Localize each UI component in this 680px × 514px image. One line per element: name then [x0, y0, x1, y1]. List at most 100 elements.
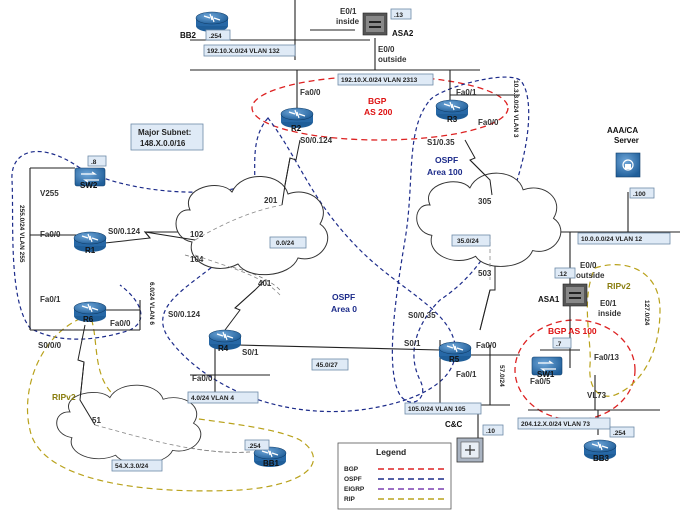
sw1-fa05-label: Fa0/5 — [530, 377, 551, 386]
asa1-host-box: .12 — [554, 267, 576, 279]
r5-vlan57-label: 57.0/24 — [498, 365, 505, 387]
dlci-104: 104 — [190, 255, 204, 264]
ospf0-label-1: OSPF — [332, 292, 355, 302]
r5-s0-label: S0/0.35 — [408, 311, 436, 320]
r6-label: R6 — [83, 315, 94, 324]
asa2-e00-label: E0/0 — [378, 45, 395, 54]
vlan4-box: 4.0/24 VLAN 4 — [187, 391, 259, 404]
svg-text:.13: .13 — [394, 12, 403, 19]
svg-text:4.0/24 VLAN 4: 4.0/24 VLAN 4 — [191, 395, 234, 402]
asa2-e01-label: E0/1 — [340, 7, 357, 16]
r3-label: R3 — [447, 115, 458, 124]
bgp200-label-2: AS 200 — [364, 107, 393, 117]
svg-text:.100: .100 — [633, 191, 646, 198]
r6-fa00-label: Fa0/0 — [110, 319, 131, 328]
legend-item-label: EIGRP — [344, 486, 365, 493]
dlci-401: 401 — [258, 279, 272, 288]
svg-text:Major Subnet:: Major Subnet: — [138, 128, 191, 137]
r4-label: R4 — [218, 344, 229, 353]
sw2-host-box: .8 — [87, 155, 107, 167]
dlci-51: 51 — [92, 416, 101, 425]
r5-fa00-label: Fa0/0 — [476, 341, 497, 350]
r3-vlan3-label: 10.3.3.0/24 VLAN 3 — [512, 80, 519, 138]
vlan73-box: 204.12.X.0/24 VLAN 73 — [517, 417, 611, 430]
r5-fa01-label: Fa0/1 — [456, 370, 477, 379]
svg-text:0.0/24: 0.0/24 — [276, 240, 294, 247]
cc-server-icon[interactable] — [456, 437, 484, 463]
svg-text:.254: .254 — [209, 33, 222, 40]
legend-item-label: RIP — [344, 496, 356, 503]
r3-fa01-label: Fa0/1 — [456, 88, 477, 97]
ospf-area100-boundary — [391, 76, 530, 403]
asa2-firewall-icon[interactable] — [362, 12, 388, 36]
ospf0-label-2: Area 0 — [331, 304, 357, 314]
vlan2313-box: 192.10.X.0/24 VLAN 2313 — [337, 73, 434, 86]
svg-text:45.0/27: 45.0/27 — [316, 362, 338, 369]
vlan255-label: 255.0/24 VLAN 255 — [18, 205, 25, 263]
ripv2-left-label: RIPv2 — [52, 392, 76, 402]
cc-label: C&C — [445, 420, 463, 429]
links — [29, 0, 680, 440]
bb2-router-icon[interactable] — [195, 11, 229, 33]
r1-fa00-label: Fa0/0 — [40, 230, 61, 239]
dlci-305: 305 — [478, 197, 492, 206]
bb2-label: BB2 — [180, 31, 197, 40]
ospf100-label-1: OSPF — [435, 155, 458, 165]
vlan132-box: 192.10.X.0/24 VLAN 132 — [203, 44, 296, 57]
legend-item-label: BGP — [344, 466, 359, 473]
net45-box: 45.0/27 — [311, 358, 349, 371]
r1-label: R1 — [85, 246, 96, 255]
vl73-label: VL73 — [587, 391, 607, 400]
svg-text:.254: .254 — [613, 430, 626, 437]
frame-relay-cloud-35 — [416, 172, 562, 267]
bb1-label: BB1 — [263, 459, 280, 468]
sw1-host-box: .7 — [552, 337, 572, 349]
sw1-label: SW1 — [537, 370, 555, 379]
r5-label: R5 — [449, 355, 460, 364]
dlci-102: 102 — [190, 230, 204, 239]
asa1-firewall-icon[interactable] — [562, 283, 588, 307]
svg-text:.254: .254 — [248, 443, 261, 450]
svg-text:10.0.0.0/24 VLAN 12: 10.0.0.0/24 VLAN 12 — [581, 236, 642, 243]
r3-fa00-label: Fa0/0 — [478, 118, 499, 127]
cc-host-box: .10 — [482, 424, 504, 436]
bb3-host-box: .254 — [609, 426, 635, 438]
r1-s0-label: S0/0.124 — [108, 227, 141, 236]
svg-text:54.X.3.0/24: 54.X.3.0/24 — [115, 463, 149, 470]
bb1-host-box: .254 — [244, 439, 270, 451]
r6-vlan6-label: 6.0/24 VLAN 6 — [148, 282, 155, 325]
svg-text:.8: .8 — [91, 159, 97, 166]
asa2-outside-label: outside — [378, 55, 407, 64]
legend-title: Legend — [376, 447, 406, 457]
svg-text:204.12.X.0/24 VLAN 73: 204.12.X.0/24 VLAN 73 — [521, 421, 590, 428]
ospf100-label-2: Area 100 — [427, 167, 463, 177]
frame-relay-cloud-54 — [56, 384, 202, 465]
rip-right-boundary — [586, 264, 661, 397]
bb2-host-box: .254 — [205, 29, 231, 41]
r3-s1-label: S1/0.35 — [427, 138, 455, 147]
v255-label: V255 — [40, 189, 59, 198]
asa2-host-box: .13 — [390, 8, 412, 20]
asa2-inside-label: inside — [336, 17, 360, 26]
asa1-inside-label: inside — [598, 309, 622, 318]
svg-text:148.X.0.0/16: 148.X.0.0/16 — [140, 139, 186, 148]
svg-text:.7: .7 — [556, 341, 562, 348]
asa1-127-label: 127.0/24 — [643, 300, 650, 326]
major-subnet-box: Major Subnet: 148.X.0.0/16 — [130, 123, 204, 151]
aaa-host-box: .100 — [629, 187, 655, 199]
r4-s0-label: S0/0.124 — [168, 310, 201, 319]
dlci-201: 201 — [264, 196, 278, 205]
bgp100-label: BGP AS 100 — [548, 326, 597, 336]
r6-s0-label: S0/0/0 — [38, 341, 62, 350]
r2-label: R2 — [291, 124, 302, 133]
aaa-server-icon[interactable] — [615, 152, 641, 178]
svg-text:105.0/24 VLAN 105: 105.0/24 VLAN 105 — [408, 406, 466, 413]
r2-fa00-label: Fa0/0 — [300, 88, 321, 97]
r4-fa00-label: Fa0/0 — [192, 374, 213, 383]
bgp200-label-1: BGP — [368, 96, 387, 106]
svg-text:.10: .10 — [486, 428, 495, 435]
net54-box: 54.X.3.0/24 — [111, 459, 163, 472]
svg-text:192.10.X.0/24 VLAN 2313: 192.10.X.0/24 VLAN 2313 — [341, 77, 418, 84]
asa2-label: ASA2 — [392, 29, 414, 38]
